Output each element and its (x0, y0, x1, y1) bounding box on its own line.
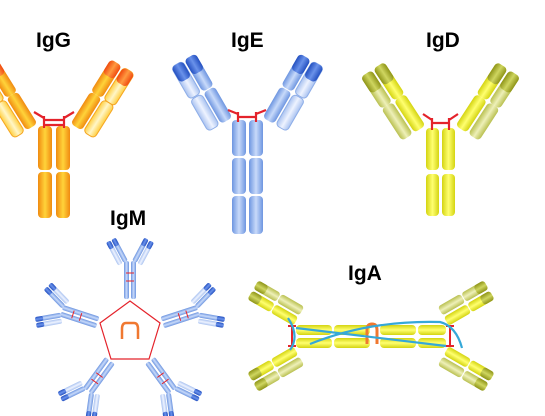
label-igm: IgM (110, 207, 146, 230)
ige-antibody (172, 54, 323, 234)
label-ige: IgE (231, 29, 264, 52)
iga-dimer (248, 281, 494, 391)
label-igd: IgD (426, 29, 460, 52)
label-iga: IgA (348, 262, 382, 285)
igd-antibody (362, 63, 519, 216)
label-igg: IgG (36, 29, 71, 52)
igm-pentamer (31, 238, 229, 416)
igg-antibody (0, 60, 134, 218)
